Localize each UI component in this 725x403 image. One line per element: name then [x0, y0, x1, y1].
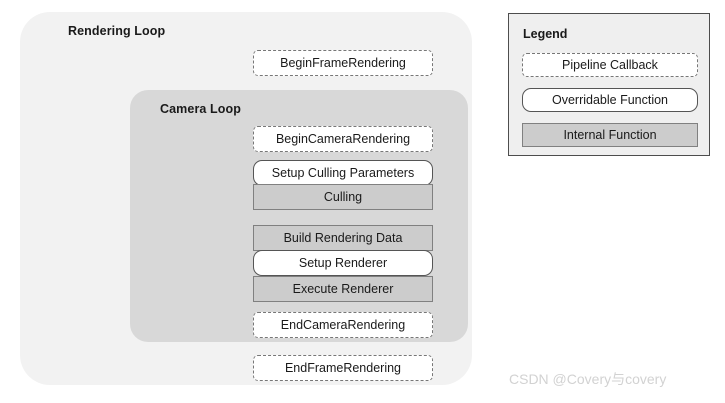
legend-item-callback: Pipeline Callback — [522, 53, 698, 77]
node-begincamerarendering[interactable]: BeginCameraRendering — [253, 126, 433, 152]
node-beginframerendering[interactable]: BeginFrameRendering — [253, 50, 433, 76]
rendering-loop-title: Rendering Loop — [68, 24, 166, 38]
node-endcamerarendering[interactable]: EndCameraRendering — [253, 312, 433, 338]
node-endframerendering[interactable]: EndFrameRendering — [253, 355, 433, 381]
node-setup-culling-parameters[interactable]: Setup Culling Parameters — [253, 160, 433, 186]
node-execute-renderer[interactable]: Execute Renderer — [253, 276, 433, 302]
legend-item-internal: Internal Function — [522, 123, 698, 147]
node-build-rendering-data[interactable]: Build Rendering Data — [253, 225, 433, 251]
legend-title: Legend — [523, 27, 568, 41]
watermark-text: CSDN @Covery与covery — [509, 371, 667, 387]
node-setup-renderer[interactable]: Setup Renderer — [253, 250, 433, 276]
camera-loop-title: Camera Loop — [160, 102, 241, 116]
legend-item-overridable: Overridable Function — [522, 88, 698, 112]
node-culling[interactable]: Culling — [253, 184, 433, 210]
